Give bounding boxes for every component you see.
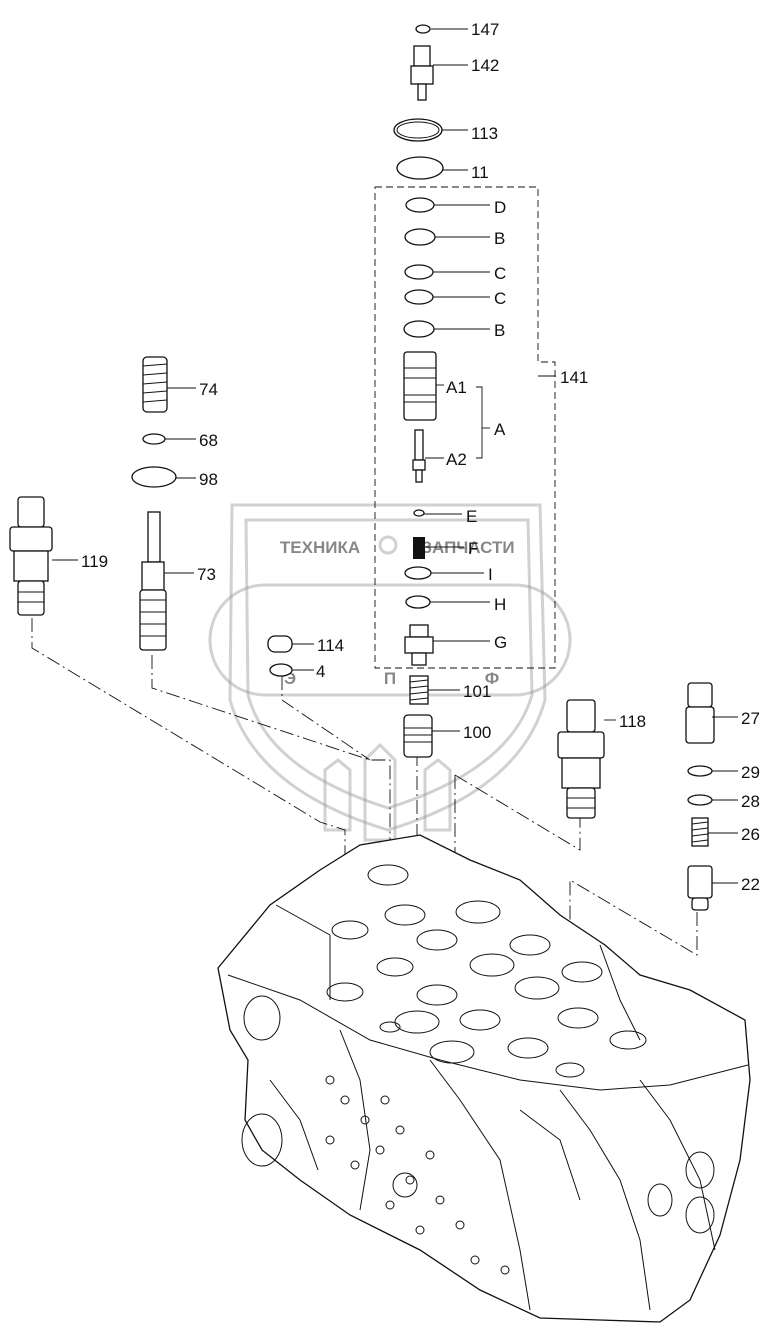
callout-11: 11 [471,163,489,182]
callout-68: 68 [199,431,218,450]
callout-c-upper: C [494,264,506,283]
part-22-poppet [687,865,713,911]
part-i-ring [404,566,432,580]
callout-101: 101 [463,682,491,701]
gear-icon [378,535,398,555]
part-26-spring [691,817,709,847]
callout-113: 113 [471,124,498,143]
callout-c-lower: C [494,289,506,308]
part-101-spring [409,675,429,705]
part-f-spring [413,537,425,559]
mounting-holes [325,1075,510,1275]
part-100-poppet [403,714,433,758]
part-73-spool [139,511,167,651]
callout-74: 74 [199,380,218,399]
callout-29: 29 [741,763,760,782]
callout-d: D [494,198,506,217]
part-c-ring-upper [404,264,434,280]
callout-e: E [466,507,477,526]
part-e-ball [413,509,425,517]
callout-4: 4 [316,662,325,681]
callout-b-lower: B [494,321,505,340]
callout-a2: A2 [446,450,467,469]
part-98-o-ring [131,466,177,488]
callout-i: I [488,565,493,584]
part-a1-sleeve [403,351,437,421]
part-b-ring-lower [403,320,435,338]
callout-26: 26 [741,825,760,844]
callout-h: H [494,595,506,614]
part-29-o-ring [687,765,713,777]
callout-119: 119 [81,552,108,571]
callout-98: 98 [199,470,218,489]
part-28-backup-ring [687,794,713,806]
callout-g: G [494,633,507,652]
callout-b-upper: B [494,229,505,248]
callout-141: 141 [560,368,588,387]
part-68-washer [142,433,166,445]
leader-lines [52,28,738,884]
parts [9,24,715,911]
callout-118: 118 [619,712,646,731]
callout-73: 73 [197,565,216,584]
callout-28: 28 [741,792,760,811]
callout-labels: 147 142 113 11 D B C C B A1 A A2 141 E F… [81,20,760,894]
part-11-o-ring [396,156,444,180]
callout-27: 27 [741,709,760,728]
part-114-backup-ring [267,635,293,653]
part-74-spring [142,356,168,413]
watermark-right-word: ЗАПЧАСТИ [421,538,514,557]
watermark-left-word: ТЕХНИКА [280,538,360,557]
part-g-poppet [404,624,434,666]
part-4-o-ring [269,663,293,677]
part-27-plug [685,682,715,744]
watermark: ТЕХНИКА ЗАПЧАСТИ Э П Ф [208,503,572,842]
callout-a1: A1 [446,378,467,397]
part-b-ring-upper [404,228,436,246]
part-c-ring-lower [404,289,434,305]
part-118-relief-valve [557,699,605,819]
callout-147: 147 [471,20,499,39]
watermark-logo-letter-3: Ф [485,669,500,688]
watermark-towers [323,742,452,842]
part-142-plug [410,45,434,101]
part-d-ring [405,197,435,213]
callout-142: 142 [471,56,499,75]
part-147-o-ring [415,24,431,34]
part-a2-pin [412,429,426,483]
watermark-logo-letter-2: П [384,669,396,688]
part-119-relief-valve [9,496,53,616]
part-h-ring [405,595,431,609]
control-valve-body [217,834,751,1323]
callout-114: 114 [317,636,344,655]
callout-a: A [494,420,506,439]
callout-22: 22 [741,875,760,894]
callout-100: 100 [463,723,491,742]
callout-f: F [468,539,478,558]
